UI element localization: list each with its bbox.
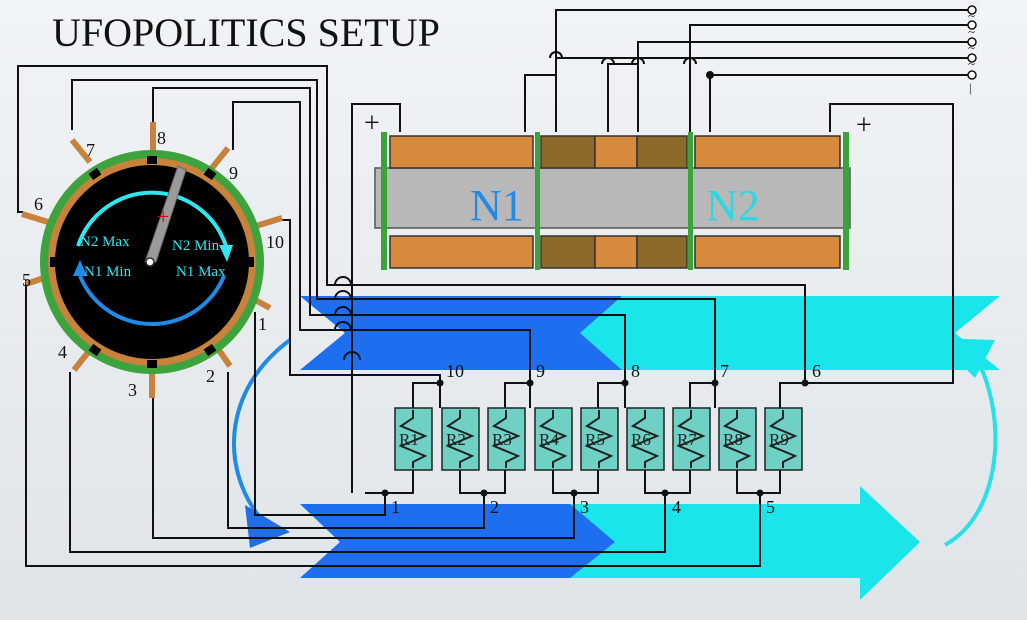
terminal-circle [967, 20, 977, 30]
wire-hops [334, 51, 697, 361]
upper-flow-arrow [300, 296, 1000, 370]
mid-winding-f [636, 235, 688, 269]
terminal-glyph: | [969, 80, 972, 95]
resistor-r3: R3 [487, 407, 526, 471]
wiring [17, 9, 968, 567]
tap-numbers: 10 9 8 7 6 1 2 3 4 5 [391, 361, 821, 517]
terminal-glyph: ~ [968, 56, 975, 71]
tap-number-top: 10 [446, 361, 464, 381]
dial-position: 2 [206, 366, 215, 386]
divider-plate-2 [688, 132, 693, 270]
divider-plate-1 [535, 132, 540, 270]
left-curved-arrow [231, 338, 292, 522]
resistor-r2: R2 [441, 407, 480, 471]
dial-label-n1-max: N1 Max [176, 264, 226, 280]
dial-position: 10 [266, 232, 284, 252]
resistor-label: R4 [539, 430, 559, 449]
resistor-label: R9 [769, 430, 789, 449]
dial-label-n2-min: N2 Min [172, 238, 220, 254]
terminal-circle [967, 5, 977, 15]
tap-number-top: 7 [720, 361, 729, 381]
resistor-r6: R6 [626, 407, 665, 471]
resistor-r7: R7 [672, 407, 711, 471]
n1-bottom-winding [389, 235, 534, 269]
resistor-label: R2 [446, 430, 466, 449]
dial-center-marker: + [157, 204, 169, 229]
dial-position: 8 [157, 128, 166, 148]
n1-arc-head [73, 260, 87, 276]
dial-pivot [145, 257, 155, 267]
end-plate-right [843, 132, 849, 270]
tap-number-top: 9 [536, 361, 545, 381]
diagram-title: UFOPOLITICS SETUP [52, 10, 440, 55]
resistor-label: R6 [631, 430, 651, 449]
coil-label-n2: N2 [706, 181, 760, 230]
mid-winding-d [540, 235, 596, 269]
coil-assembly: N1 N2 + + [364, 108, 872, 270]
tap-number-top: 8 [631, 361, 640, 381]
dial-position: 3 [128, 380, 137, 400]
resistor-r1: R1 [394, 407, 433, 471]
n1-top-winding [389, 135, 534, 169]
n2-arc-head [219, 245, 233, 262]
dial-position: 4 [58, 342, 67, 362]
resistor-label: R1 [399, 430, 419, 449]
resistor-r5: R5 [580, 407, 619, 471]
n1-range-arc [78, 275, 226, 326]
coil-label-n1: N1 [470, 181, 524, 230]
resistor-r4: R4 [534, 407, 573, 471]
dial-label-n2-max: N2 Max [80, 234, 130, 250]
terminal-circle [967, 70, 977, 80]
resistor-label: R7 [677, 430, 697, 449]
n2-top-winding [694, 135, 841, 169]
plus-left: + [364, 108, 380, 139]
tap-number-top: 6 [812, 361, 821, 381]
dial-label-n1-min: N1 Min [84, 264, 132, 280]
terminal-glyph: ~ [968, 24, 975, 39]
top-terminals: ~ ~ ~ ~ | [967, 5, 977, 95]
lower-arrow-blue-band [300, 504, 615, 578]
junction-dots [381, 71, 809, 497]
rotary-switch: + N2 Max N2 Min N1 Min N1 Max 1 2 3 4 5 … [21, 122, 284, 400]
dial-position: 7 [86, 140, 95, 160]
resistor-label: R3 [492, 430, 512, 449]
core-bar [374, 167, 851, 229]
plus-right: + [856, 110, 872, 141]
resistor-r9: R9 [764, 407, 803, 471]
resistor-r8: R8 [718, 407, 757, 471]
end-plate-left [381, 132, 387, 270]
tap-number-bottom: 1 [391, 497, 400, 517]
terminal-circle [967, 53, 977, 63]
dial-position-numbers: 1 2 3 4 5 6 7 8 9 10 [22, 128, 284, 400]
n2-range-arc [76, 190, 228, 247]
dial-position: 5 [22, 270, 31, 290]
terminal-glyph: ~ [968, 8, 975, 23]
resistor-label: R8 [723, 430, 743, 449]
resistor-label: R5 [585, 430, 605, 449]
dial-position: 6 [34, 194, 43, 214]
mid-winding-a [540, 135, 596, 169]
resistor-bank: R1 R2 R3 R4 R5 R6 R7 R8 R9 [394, 407, 803, 471]
right-curved-arrow [944, 354, 998, 547]
right-curved-arrowhead [935, 338, 995, 378]
tap-number-bottom: 2 [490, 497, 499, 517]
terminal-circle [967, 37, 977, 47]
mid-winding-b [594, 135, 638, 169]
mid-winding-c [636, 135, 688, 169]
tap-number-bottom: 4 [672, 497, 681, 517]
dial-notches [50, 156, 254, 368]
dial-position: 1 [258, 314, 267, 334]
lower-flow-arrow [300, 486, 920, 600]
terminal-glyph: ~ [968, 40, 975, 55]
upper-arrow-blue-band [300, 296, 622, 370]
mid-winding-e [594, 235, 638, 269]
tap-number-bottom: 5 [766, 497, 775, 517]
tap-number-bottom: 3 [580, 497, 589, 517]
dial-position: 9 [229, 163, 238, 183]
n2-bottom-winding [694, 235, 841, 269]
